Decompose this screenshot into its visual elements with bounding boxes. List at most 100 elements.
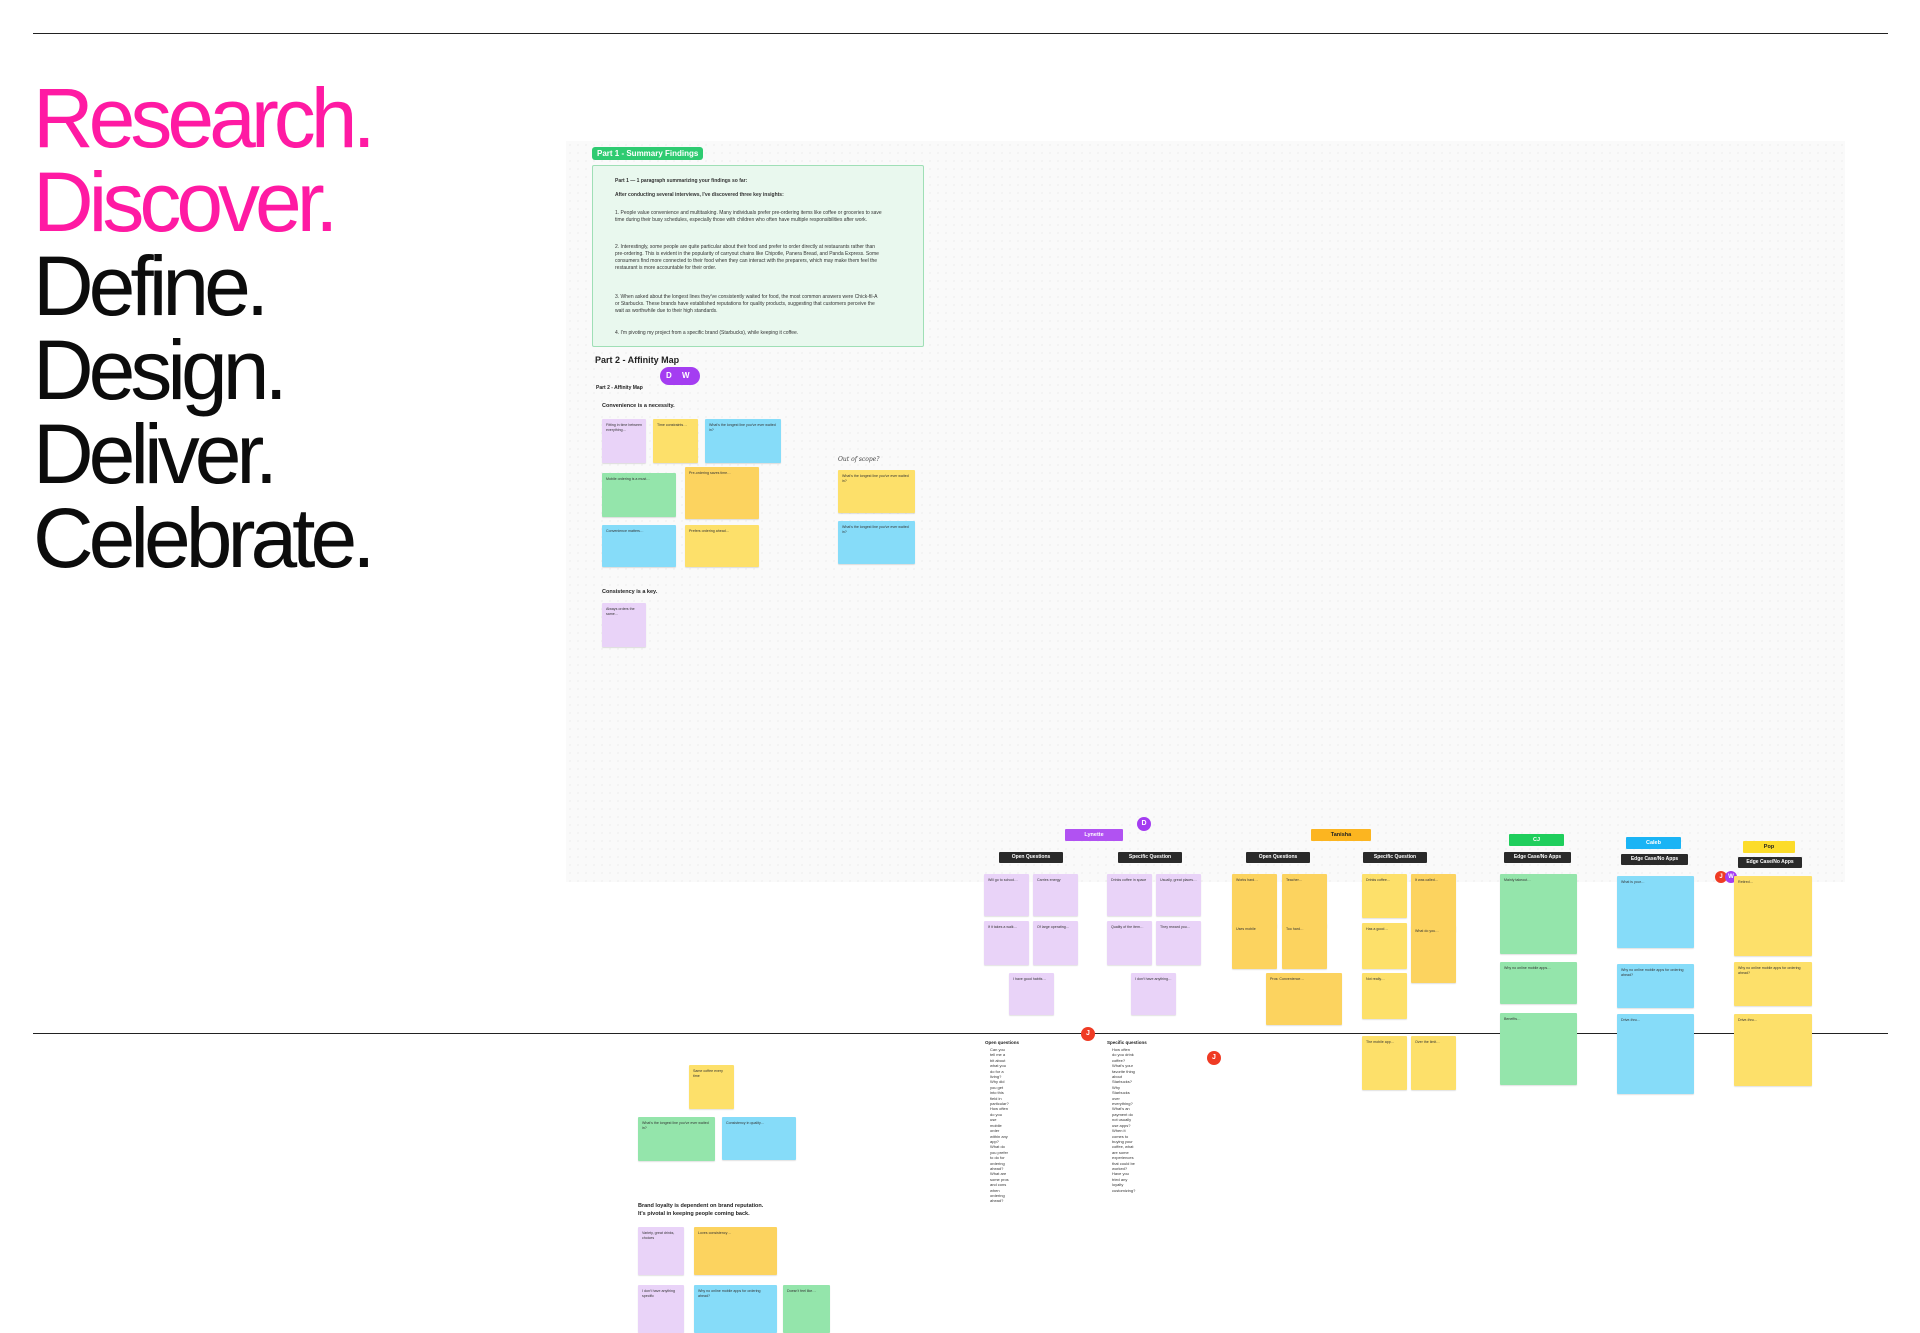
- specific-questions-title: Specific questions: [1107, 1040, 1147, 1045]
- specific-question-item: How often do you drink coffee?: [1112, 1047, 1134, 1063]
- persona-pop[interactable]: Pop: [1743, 841, 1795, 853]
- hero-heading: Research. Discover. Define. Design. Deli…: [33, 71, 376, 580]
- sticky-note[interactable]: Doesn't feel like…: [783, 1285, 830, 1333]
- tanisha-specific-question-tag[interactable]: Specific Question: [1363, 852, 1427, 863]
- sticky-note[interactable]: Drinks coffee…: [1362, 874, 1407, 918]
- sticky-note[interactable]: Drive-thru…: [1617, 1014, 1694, 1094]
- user-avatar-d[interactable]: D: [1137, 817, 1151, 831]
- specific-question-item: When it comes to buying your coffee, wha…: [1112, 1128, 1135, 1171]
- pop-edge-case-tag[interactable]: Edge Case/No Apps: [1738, 857, 1802, 868]
- group-brand-title-1: Brand loyalty is dependent on brand repu…: [638, 1203, 764, 1209]
- summary-point-3: 3. When asked about the longest lines th…: [615, 294, 878, 314]
- specific-question-item: What's your favorite thing about Starbuc…: [1112, 1063, 1135, 1085]
- summary-point-4: 4. I'm pivoting my project from a specif…: [615, 330, 799, 336]
- sticky-note[interactable]: Works hard…: [1232, 874, 1277, 928]
- sticky-note[interactable]: Over the limit…: [1411, 1036, 1456, 1090]
- sticky-note[interactable]: Why no online mobile apps…: [1500, 962, 1577, 1004]
- user-avatar-j-3[interactable]: J: [1715, 871, 1727, 883]
- lynette-open-questions-tag[interactable]: Open Questions: [999, 852, 1063, 863]
- open-questions-list: Can you tell me a bit about what you do …: [990, 1047, 1009, 1204]
- open-questions-title: Open questions: [985, 1040, 1020, 1045]
- sticky-note[interactable]: Drive-thru…: [1734, 1014, 1812, 1086]
- summary-point-1: 1. People value convenience and multitas…: [615, 210, 882, 223]
- sticky-note[interactable]: Carries energy: [1033, 874, 1078, 916]
- sticky-note[interactable]: Prefers ordering ahead…: [685, 525, 759, 567]
- sticky-note[interactable]: Consistency in quality…: [722, 1117, 796, 1160]
- sticky-note[interactable]: What's the longest line you've ever wait…: [838, 470, 915, 513]
- hero-line-deliver: Deliver.: [33, 407, 278, 501]
- summary-point-2: 2. Interestingly, some people are quite …: [615, 244, 879, 271]
- hero-line-define: Define.: [33, 239, 269, 333]
- summary-findings-card[interactable]: Part 1 — 1 paragraph summarizing your fi…: [592, 165, 924, 347]
- sticky-note[interactable]: Uses mobile: [1232, 923, 1277, 969]
- collaborator-avatars[interactable]: D W: [660, 367, 700, 385]
- sticky-note[interactable]: Always orders the same… Same coffee ever…: [602, 603, 1812, 1333]
- caleb-edge-case-tag[interactable]: Edge Case/No Apps: [1621, 854, 1688, 865]
- whiteboard-canvas[interactable]: Part 1 - Summary Findings Part 1 — 1 par…: [566, 141, 1845, 1333]
- out-of-scope-label: Out of scope?: [838, 456, 880, 463]
- sticky-note[interactable]: I have good habits…: [1009, 973, 1054, 1015]
- sticky-note[interactable]: Convenience matters…: [602, 525, 676, 567]
- specific-question-item: Have you tried any loyalty customizing?: [1112, 1171, 1136, 1193]
- sticky-note[interactable]: Of large operating…: [1033, 921, 1078, 965]
- sticky-note[interactable]: It was called…: [1411, 874, 1456, 932]
- sticky-note[interactable]: Usually, great places…: [1156, 874, 1201, 916]
- specific-question-item: What's an payment do not usually use app…: [1112, 1106, 1133, 1128]
- sticky-note[interactable]: Retired…: [1734, 876, 1812, 956]
- top-divider: [33, 33, 1888, 34]
- hero-line-research: Research.: [33, 71, 376, 165]
- sticky-note[interactable]: What's the longest line you've ever wait…: [705, 419, 781, 463]
- sticky-note[interactable]: Drinks coffee in space: [1107, 874, 1152, 916]
- part1-tag[interactable]: Part 1 - Summary Findings: [592, 147, 704, 160]
- sticky-note[interactable]: What's the longest line you've ever wait…: [838, 521, 915, 564]
- sticky-note[interactable]: What is your…: [1617, 876, 1694, 948]
- open-question-item: Can you tell me a bit about what you do …: [990, 1047, 1007, 1080]
- persona-tanisha[interactable]: Tanisha: [1311, 829, 1371, 841]
- sticky-note[interactable]: Pros: Convenience…: [1266, 973, 1342, 1025]
- sticky-note[interactable]: They reward you…: [1156, 921, 1201, 965]
- sticky-note[interactable]: I don't have anything specific: [638, 1285, 684, 1333]
- sticky-note[interactable]: Too hard…: [1282, 923, 1327, 969]
- sticky-note[interactable]: Benefits…: [1500, 1013, 1577, 1085]
- sticky-note[interactable]: Fitting in time between everything…: [602, 419, 646, 463]
- specific-question-item: Why Starbucks over everything?: [1112, 1084, 1133, 1107]
- hero-line-design: Design.: [33, 323, 288, 417]
- specific-questions-list: How often do you drink coffee? What's yo…: [1112, 1047, 1135, 1193]
- summary-heading: Part 1 — 1 paragraph summarizing your fi…: [615, 178, 748, 184]
- sticky-note[interactable]: Teacher…: [1282, 874, 1327, 928]
- sticky-note[interactable]: The mobile app…: [1362, 1036, 1407, 1090]
- sticky-note[interactable]: Quality of the item…: [1107, 921, 1152, 965]
- sticky-note[interactable]: Why no online mobile apps for ordering a…: [1734, 962, 1812, 1006]
- sticky-note[interactable]: Why no online mobile apps for ordering a…: [1617, 964, 1694, 1008]
- sticky-note[interactable]: Why no online mobile apps for ordering a…: [694, 1285, 777, 1333]
- sticky-note[interactable]: Will go to school…: [984, 874, 1029, 916]
- part2-subtitle: Part 2 - Affinity Map: [596, 385, 643, 391]
- sticky-note[interactable]: Not really…: [1362, 973, 1407, 1019]
- persona-lynette[interactable]: Lynette: [1065, 829, 1123, 841]
- tanisha-open-questions-tag[interactable]: Open Questions: [1246, 852, 1310, 863]
- sticky-note[interactable]: Has a good…: [1362, 923, 1407, 969]
- sticky-note[interactable]: Time constraints…: [653, 419, 698, 463]
- sticky-note[interactable]: Mobile ordering is a must…: [602, 473, 676, 517]
- open-question-item: What are some pros and cons when orderin…: [990, 1171, 1009, 1204]
- group-brand-title-2: It's pivotal in keeping people coming ba…: [638, 1211, 750, 1217]
- sticky-note[interactable]: Variety, great drinks, choices: [638, 1227, 684, 1275]
- open-question-item: Why did you get into this field in parti…: [990, 1079, 1009, 1107]
- sticky-note[interactable]: If it takes a walk…: [984, 921, 1029, 965]
- sticky-note[interactable]: Mainly takeout…: [1500, 874, 1577, 954]
- sticky-note[interactable]: Loves consistency…: [694, 1227, 777, 1275]
- sticky-note[interactable]: Same coffee every time: [689, 1065, 734, 1109]
- user-avatar-j[interactable]: J: [1081, 1027, 1095, 1041]
- hero-line-discover: Discover.: [33, 155, 338, 249]
- sticky-note[interactable]: I don't have anything…: [1131, 973, 1176, 1015]
- cj-edge-case-tag[interactable]: Edge Case/No Apps: [1504, 852, 1571, 863]
- sticky-note[interactable]: What do you…: [1411, 925, 1456, 983]
- sticky-note[interactable]: What's the longest line you've ever wait…: [638, 1117, 715, 1161]
- persona-caleb[interactable]: Caleb: [1626, 837, 1681, 849]
- persona-cj[interactable]: CJ: [1509, 834, 1564, 846]
- sticky-note[interactable]: Pre-ordering saves time…: [685, 467, 759, 519]
- open-question-item: How often do you use mobile order within…: [990, 1106, 1009, 1144]
- user-avatar-j-2[interactable]: J: [1207, 1051, 1221, 1065]
- group-consistency-title: Consistency is a key.: [602, 589, 658, 595]
- lynette-specific-question-tag[interactable]: Specific Question: [1118, 852, 1182, 863]
